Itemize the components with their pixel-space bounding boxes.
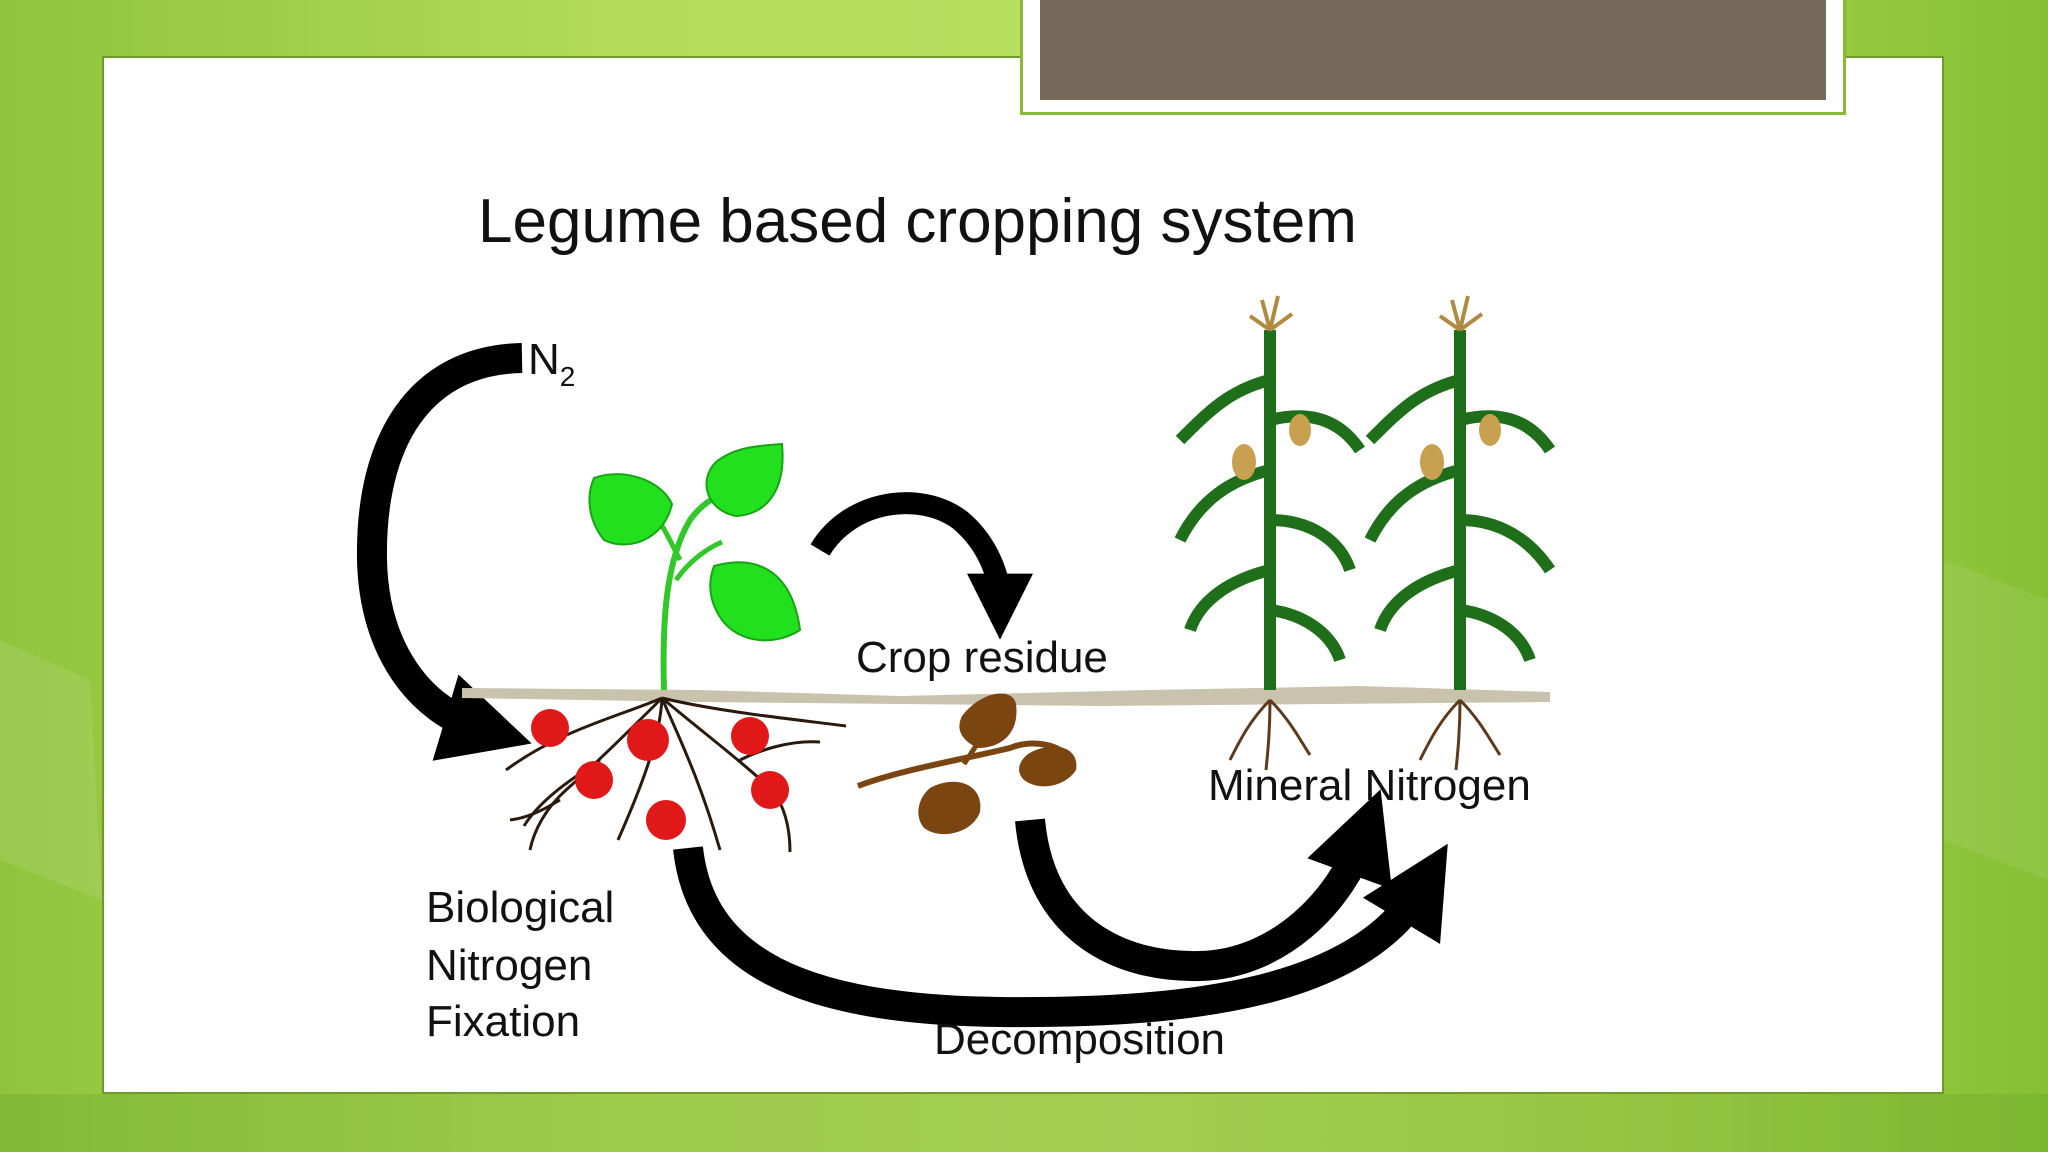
nodule	[531, 709, 569, 747]
nodule	[575, 761, 613, 799]
nodule	[731, 717, 769, 755]
crop-residue	[856, 693, 1077, 835]
residue-to-mineral-arrow	[1015, 789, 1392, 982]
nodule-to-mineral-arrow	[673, 843, 1448, 1028]
n2-symbol: N	[528, 335, 560, 384]
residue-leaf	[1019, 746, 1077, 787]
legume-leaf	[588, 473, 674, 546]
nodule	[646, 800, 686, 840]
bnf-line-3: Fixation	[426, 997, 580, 1046]
corn-plant-right	[1364, 295, 1555, 690]
title-placeholder-bar	[1040, 0, 1826, 100]
nodule	[751, 771, 789, 809]
legume-leaf	[705, 442, 784, 518]
n2-subscript: 2	[560, 361, 576, 392]
corn-plant-left	[1174, 295, 1365, 690]
decomposition-label: Decomposition	[934, 1015, 1225, 1064]
bnf-label: Biological Nitrogen Fixation	[426, 883, 627, 1046]
residue-cycle-arrow	[810, 492, 1033, 640]
legume-plant	[588, 442, 802, 691]
bnf-line-2: Nitrogen	[426, 941, 592, 990]
legume-roots	[505, 696, 847, 853]
legume-leaf	[709, 561, 802, 642]
n2-fixation-arrow	[356, 343, 532, 761]
root-nodules	[531, 709, 789, 840]
corn-roots	[1228, 698, 1502, 771]
n2-label: N2	[528, 335, 575, 392]
residue-leaf	[918, 781, 981, 835]
diagram-title: Legume based cropping system	[478, 187, 1357, 256]
crop-residue-label: Crop residue	[856, 633, 1108, 682]
nodule	[627, 719, 669, 761]
bnf-line-1: Biological	[426, 883, 614, 932]
mineral-nitrogen-label: Mineral Nitrogen	[1208, 761, 1531, 810]
residue-leaf	[959, 693, 1017, 748]
